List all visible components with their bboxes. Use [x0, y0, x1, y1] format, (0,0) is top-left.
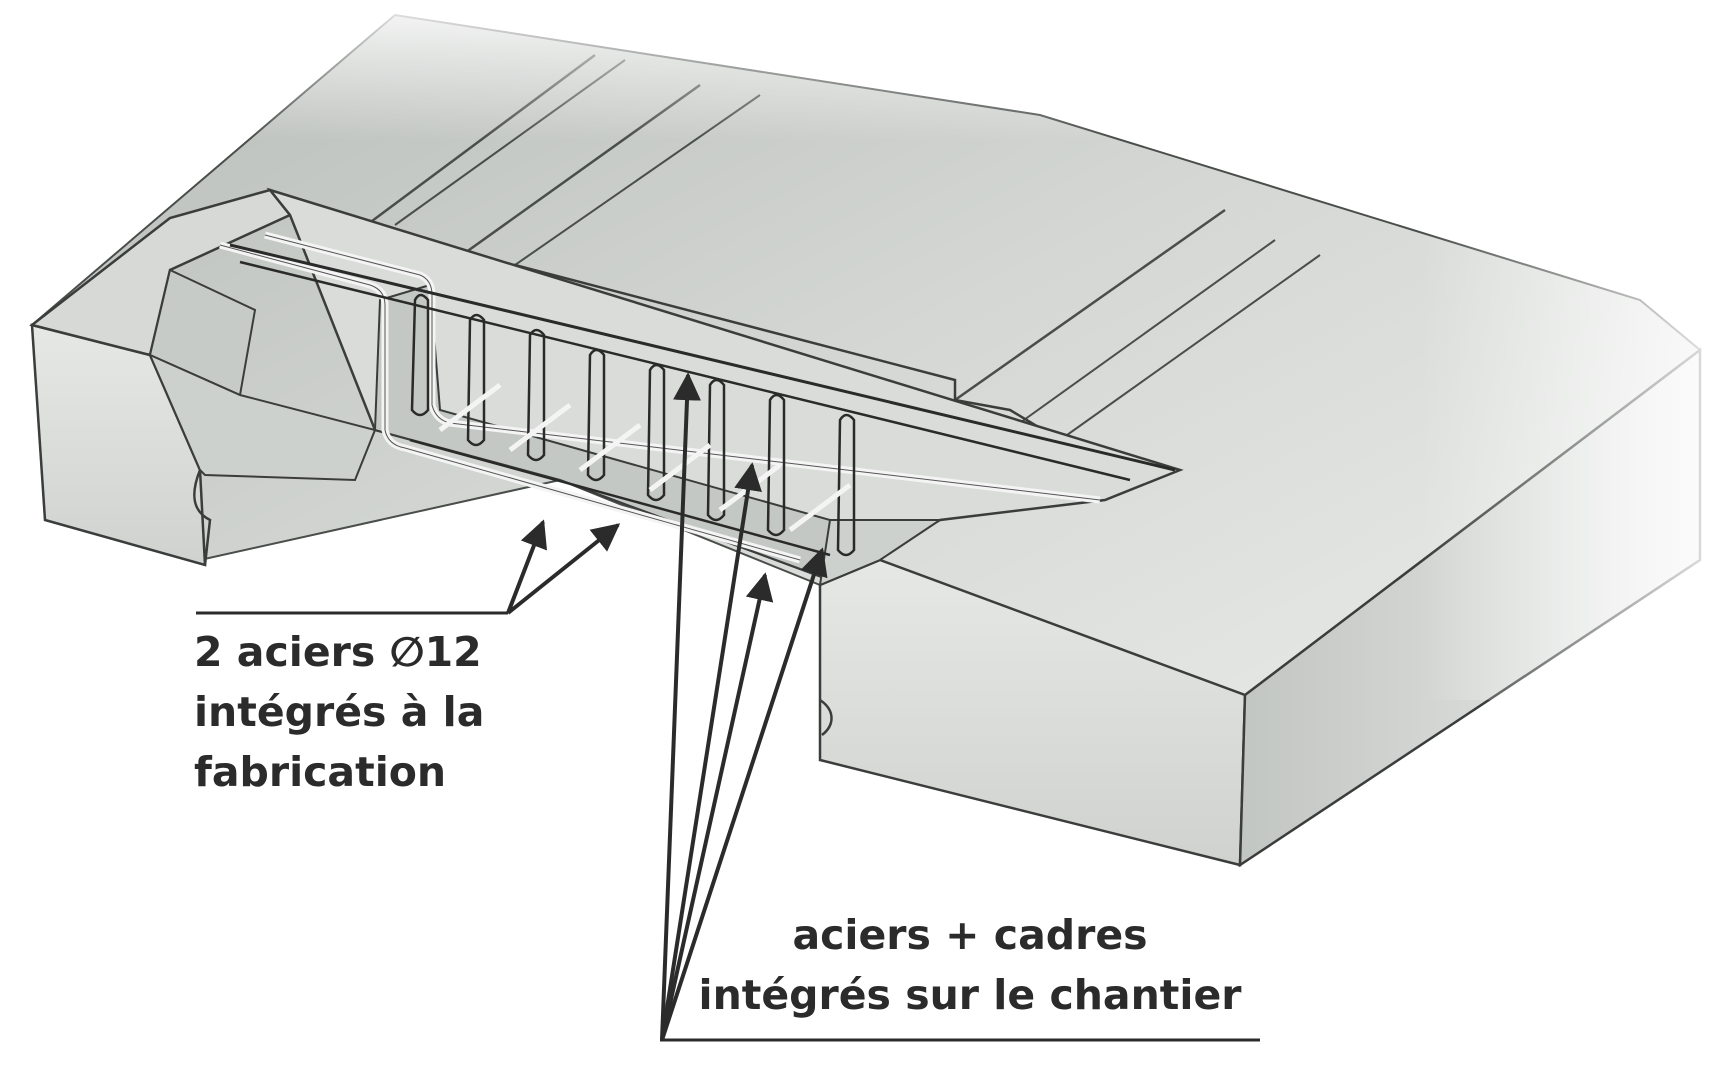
factory-rebar-1-outline	[219, 244, 801, 561]
stirrup-5	[646, 363, 666, 502]
factory-steel-label-line-1: 2 aciers ∅12	[194, 628, 482, 676]
left-block-side	[148, 353, 377, 482]
site-steel-label: aciers + cadres intégrés sur le chantier	[690, 905, 1250, 1025]
callout-arrow-right-4	[660, 547, 828, 1041]
site-rebar-middle	[239, 260, 1131, 482]
callout-arrow-right-2	[660, 462, 762, 1041]
stirrup-8	[836, 413, 856, 557]
factory-steel-label: 2 aciers ∅12 intégrés à la fabrication	[194, 622, 484, 802]
cross-bar-3	[578, 423, 642, 472]
cross-bars	[438, 383, 852, 532]
site-rebar-lower	[409, 438, 831, 557]
callout-arrow-left-2	[506, 523, 621, 615]
factory-rebar-2-outline	[264, 234, 1101, 501]
groove-line-5	[954, 208, 1226, 402]
cross-bar-2	[508, 403, 572, 452]
callout-arrow-right-3	[660, 572, 774, 1041]
right-block-step	[818, 519, 944, 587]
stirrup-1	[410, 293, 430, 417]
site-steel-label-line-2: intégrés sur le chantier	[698, 971, 1242, 1019]
groove-line-6	[1009, 239, 1276, 431]
stirrup-7	[766, 393, 786, 537]
site-rebar-upper	[229, 243, 1176, 472]
cross-bar-4	[648, 443, 712, 492]
stirrup-4	[586, 348, 606, 482]
stirrup-6	[706, 378, 726, 522]
cross-bar-6	[788, 483, 852, 532]
site-steel-label-line-1: aciers + cadres	[792, 911, 1148, 959]
groove-line-7	[1059, 254, 1321, 441]
factory-steel-label-line-3: fabrication	[194, 748, 447, 796]
fade-right	[1420, 0, 1717, 700]
stirrup-2	[466, 313, 486, 447]
left-block-groove	[193, 469, 212, 566]
cross-bar-1	[438, 383, 502, 432]
callout-arrow-left-1	[506, 519, 548, 614]
site-stirrups	[410, 293, 856, 557]
factory-steel-label-line-2: intégrés à la	[194, 688, 485, 736]
right-block-groove	[819, 698, 833, 736]
callout-arrow-right-1	[660, 372, 702, 1041]
stirrup-3	[526, 328, 546, 462]
